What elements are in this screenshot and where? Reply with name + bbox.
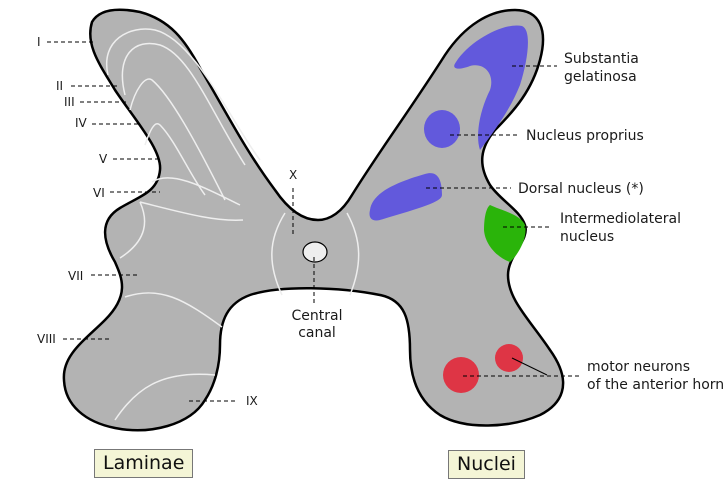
- motor-neuron-small: [495, 344, 523, 372]
- lamina-label-III: III: [64, 95, 75, 109]
- dorsal-nucleus: [369, 173, 442, 221]
- laminae-legend: Laminae: [94, 449, 194, 478]
- nucleus-label-motor-line1: motor neurons: [587, 359, 690, 375]
- lamina-label-V: V: [99, 152, 108, 166]
- intermediolateral-nucleus: [484, 205, 526, 262]
- substantia-gelatinosa: [454, 25, 528, 151]
- nucleus-label-intermediolateral-line1: Intermediolateral: [560, 211, 681, 227]
- motor-neuron-large: [443, 357, 479, 393]
- lamina-label-II: II: [56, 79, 63, 93]
- nucleus-proprius: [424, 110, 460, 148]
- nucleus-label-substantia-line1: Substantia: [564, 51, 639, 67]
- lamina-boundaries: [105, 28, 360, 421]
- central-canal: [302, 241, 328, 263]
- nucleus-label-proprius: Nucleus proprius: [526, 128, 644, 144]
- lamina-label-I: I: [37, 35, 41, 49]
- nucleus-leader-lines: [426, 65, 580, 377]
- lamina-label-X: X: [289, 168, 297, 182]
- nucleus-label-substantia-line2: gelatinosa: [564, 69, 637, 85]
- lamina-label-VIII: VIII: [37, 332, 56, 346]
- lamina-leader-lines: [47, 41, 315, 402]
- lamina-label-IV: IV: [75, 116, 88, 130]
- lamina-label-VII: VII: [68, 269, 83, 283]
- lamina-label-VI: VI: [93, 186, 105, 200]
- nucleus-label-dorsal: Dorsal nucleus (*): [518, 181, 644, 197]
- lamina-label-IX: IX: [246, 394, 258, 408]
- central-canal-label-line2: canal: [298, 325, 336, 341]
- central-canal-label-line1: Central: [292, 308, 343, 324]
- nuclei-legend: Nuclei: [448, 450, 525, 479]
- nucleus-label-intermediolateral-line2: nucleus: [560, 229, 614, 245]
- nucleus-label-motor-line2: of the anterior horn: [587, 377, 724, 393]
